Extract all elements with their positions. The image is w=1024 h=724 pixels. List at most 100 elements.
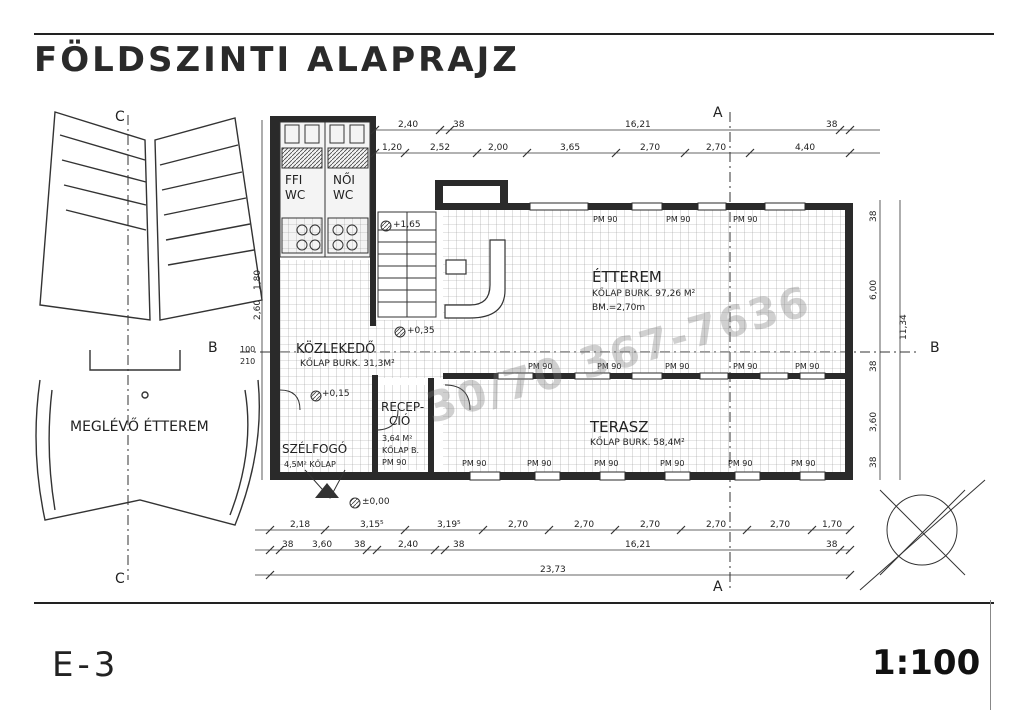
dimension-ticks xyxy=(265,125,855,580)
terrace-name: TERASZ xyxy=(589,418,649,436)
section-mark-b-left: B xyxy=(208,340,218,356)
section-mark-c-bottom: C xyxy=(115,571,125,587)
drawing-title: FÖLDSZINTI ALAPRAJZ xyxy=(34,40,520,80)
entrance-arrow-icon xyxy=(315,483,339,498)
dim-top1: 38 xyxy=(453,120,465,130)
compass-icon xyxy=(859,479,986,591)
dim-top1: 2,40 xyxy=(398,120,418,130)
dim-top2: 2,70 xyxy=(640,143,660,153)
dim-bottom1: 2,70 xyxy=(706,520,726,530)
pm-label: PM 90 xyxy=(791,459,815,468)
restaurant-name: ÉTTEREM xyxy=(592,267,662,286)
pm-label: PM 90 xyxy=(597,362,621,371)
pm-label: PM 90 xyxy=(593,215,617,224)
vestibule-name: SZÉLFOGÓ xyxy=(282,441,347,456)
dim-top1: 38 xyxy=(826,120,838,130)
pm-label: PM 90 xyxy=(462,459,486,468)
dim-bottom2: 38 xyxy=(282,540,294,550)
level-label-3: +0,15 xyxy=(322,389,350,399)
reception-pm: PM 90 xyxy=(382,458,406,467)
dim-bottom1: 3,15⁵ xyxy=(360,520,384,530)
restaurant-floor xyxy=(443,210,845,375)
restaurant-area: KŐLAP BURK. 97,26 M² xyxy=(592,288,696,299)
dim-bottom1: 2,18 xyxy=(290,520,310,530)
dim-bottom1: 3,19⁵ xyxy=(437,520,461,530)
dim-bottom1: 2,70 xyxy=(508,520,528,530)
section-mark-b-right: B xyxy=(930,340,940,356)
reception-name-2: CIÓ xyxy=(389,413,410,428)
ffi-wc-label-1: FFI xyxy=(285,173,302,187)
dim-bottom2: 16,21 xyxy=(625,540,651,550)
level-label-1: +1,65 xyxy=(393,220,421,230)
pm-label: PM 90 xyxy=(733,362,757,371)
dim-left: 100 xyxy=(240,345,255,354)
section-mark-c-top: C xyxy=(115,109,125,125)
dim-bottom2: 38 xyxy=(354,540,366,550)
dim-bottom2: 2,40 xyxy=(398,540,418,550)
bar-counter xyxy=(444,239,506,319)
sheet-id: E-3 xyxy=(52,645,120,685)
existing-restaurant-outline xyxy=(35,111,263,526)
dim-left: 2,60 xyxy=(253,300,263,320)
pm-label: PM 90 xyxy=(528,362,552,371)
dimension-lines xyxy=(255,120,901,576)
pm-label: PM 90 xyxy=(733,215,757,224)
dim-bottom1: 2,70 xyxy=(574,520,594,530)
level-markers xyxy=(310,220,406,509)
section-mark-a-top: A xyxy=(713,105,723,121)
dim-right: 38 xyxy=(869,360,879,372)
pm-label: PM 90 xyxy=(594,459,618,468)
corridor-floor-2 xyxy=(373,320,443,378)
dim-right: 11,34 xyxy=(899,314,909,340)
scale-label: 1:100 xyxy=(872,643,981,683)
title-block-divider xyxy=(34,602,994,604)
pm-label: PM 90 xyxy=(660,459,684,468)
vestibule-area: 4,5M² KŐLAP xyxy=(284,459,336,469)
dim-top1: 16,21 xyxy=(625,120,651,130)
dim-top2: 2,70 xyxy=(706,143,726,153)
dim-bottom3: 23,73 xyxy=(540,565,566,575)
dim-top2: 3,65 xyxy=(560,143,580,153)
corridor-name: KÖZLEKEDŐ xyxy=(296,340,375,357)
restaurant-height: BM.=2,70m xyxy=(592,303,645,313)
dim-bottom2: 3,60 xyxy=(312,540,332,550)
pm-label: PM 90 xyxy=(795,362,819,371)
noi-wc-label-1: NŐI xyxy=(333,172,355,187)
noi-wc-label-2: WC xyxy=(333,188,353,202)
top-border xyxy=(34,33,994,35)
corridor-area: KŐLAP BURK. 31,3M² xyxy=(300,358,395,369)
dim-right: 38 xyxy=(869,210,879,222)
dim-top2: 2,52 xyxy=(430,143,450,153)
pm-label: PM 90 xyxy=(728,459,752,468)
level-label-4: ±0,00 xyxy=(362,497,390,507)
dim-top2: 4,40 xyxy=(795,143,815,153)
pm-label: PM 90 xyxy=(527,459,551,468)
pm-label: PM 90 xyxy=(666,215,690,224)
dim-left: 1,80 xyxy=(253,270,263,290)
section-mark-a-bottom: A xyxy=(713,579,723,595)
reception-floor xyxy=(378,385,428,470)
pm-label: PM 90 xyxy=(665,362,689,371)
window-openings xyxy=(469,202,826,481)
reception-finish: KŐLAP B. xyxy=(382,445,419,455)
terrace-floor xyxy=(443,380,845,472)
dim-bottom2: 38 xyxy=(453,540,465,550)
dim-bottom1: 2,70 xyxy=(770,520,790,530)
dim-top2: 1,20 xyxy=(382,143,402,153)
dim-left: 210 xyxy=(240,357,255,366)
dim-bottom1: 2,70 xyxy=(640,520,660,530)
reception-area: 3,64 M² xyxy=(382,434,412,443)
level-label-2: +0,35 xyxy=(407,326,435,336)
dim-bottom2: 38 xyxy=(826,540,838,550)
pm-labels: PM 90 PM 90 PM 90 PM 90 PM 90 PM 90 PM 9… xyxy=(462,215,819,468)
right-border xyxy=(990,600,991,710)
ffi-wc-label-2: WC xyxy=(285,188,305,202)
existing-restaurant-label: MEGLÉVŐ ÉTTEREM xyxy=(70,417,209,435)
dim-right: 38 xyxy=(869,456,879,468)
reception-name-1: RECEP- xyxy=(381,400,424,414)
wc-block xyxy=(279,121,371,258)
dim-top2: 2,00 xyxy=(488,143,508,153)
dim-right: 6,00 xyxy=(869,280,879,300)
